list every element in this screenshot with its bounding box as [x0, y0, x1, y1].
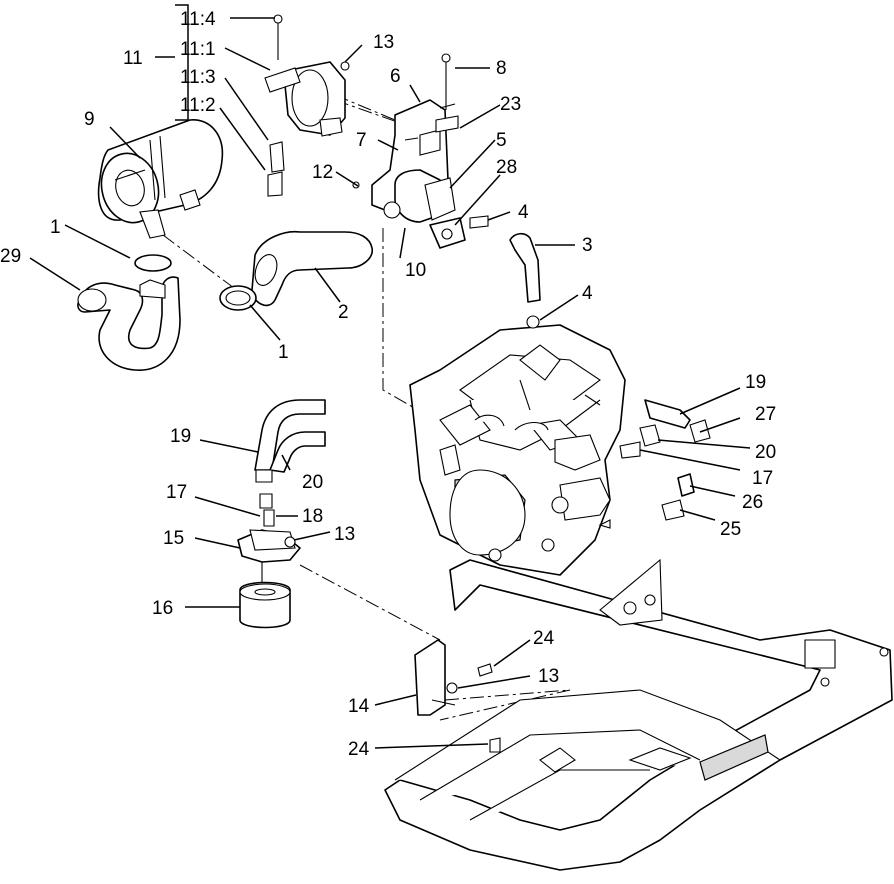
- callout-6: 6: [390, 66, 401, 87]
- callout-group-number: 11: [123, 48, 143, 69]
- callout-4-upper: 4: [518, 202, 529, 223]
- callout-13-lower: 13: [538, 666, 559, 687]
- callout-2: 2: [338, 302, 349, 323]
- callout-28: 28: [496, 157, 517, 178]
- hose-clamp: [219, 285, 257, 311]
- callout-23: 23: [500, 94, 521, 115]
- callout-17-right: 17: [752, 468, 773, 489]
- callout-19-right: 19: [745, 372, 766, 393]
- callout-11-3: 11:3: [180, 67, 216, 88]
- mounting-bracket: [352, 53, 489, 249]
- callout-1-right: 1: [278, 342, 289, 363]
- air-cleaner: [97, 119, 224, 239]
- clamp-band: [264, 14, 350, 197]
- callout-10: 10: [405, 260, 426, 281]
- callout-3: 3: [582, 235, 593, 256]
- callout-11-4: 11:4: [180, 9, 216, 30]
- breather-hose: [509, 232, 541, 329]
- callout-12: 12: [312, 162, 333, 183]
- callout-11-1: 11:1: [180, 39, 216, 60]
- callout-19-left: 19: [170, 426, 191, 447]
- callout-16: 16: [152, 598, 173, 619]
- fuel-filter-assembly: [237, 399, 326, 629]
- callout-25: 25: [720, 519, 741, 540]
- callout-24-lower: 24: [348, 739, 370, 760]
- callout-13: 13: [373, 32, 394, 53]
- callout-14: 14: [348, 696, 370, 717]
- callout-9: 9: [84, 109, 95, 130]
- callout-18: 18: [302, 506, 323, 527]
- callout-4-lower: 4: [582, 283, 593, 304]
- callout-24-upper: 24: [533, 628, 555, 649]
- callout-17-left: 17: [166, 482, 187, 503]
- filter-bracket: [414, 639, 501, 753]
- callout-13-filter: 13: [334, 524, 355, 545]
- hose: [251, 230, 373, 307]
- leader-lines: [29, 4, 751, 749]
- callout-7: 7: [356, 130, 367, 151]
- callout-15: 15: [163, 528, 184, 549]
- callout-29: 29: [0, 246, 21, 267]
- callout-27: 27: [755, 404, 776, 425]
- callout-1-left: 1: [50, 217, 61, 238]
- fuel-fittings: [619, 399, 711, 521]
- callout-20-right: 20: [755, 442, 776, 463]
- callout-20-left: 20: [302, 472, 323, 493]
- callout-5: 5: [496, 130, 507, 151]
- engine-assembly: [409, 324, 626, 576]
- callout-8: 8: [496, 58, 507, 79]
- elbow-hose: [77, 254, 181, 371]
- main-frame: [384, 558, 893, 871]
- group-bracket: 11 11:4 11:1 11:3 11:2: [123, 9, 216, 116]
- callout-26: 26: [742, 492, 763, 513]
- callout-11-2: 11:2: [180, 95, 216, 116]
- callouts: 13 6 8 23 9 7 5 12 28 4 1 3 29 10 4 2 1 …: [0, 32, 776, 760]
